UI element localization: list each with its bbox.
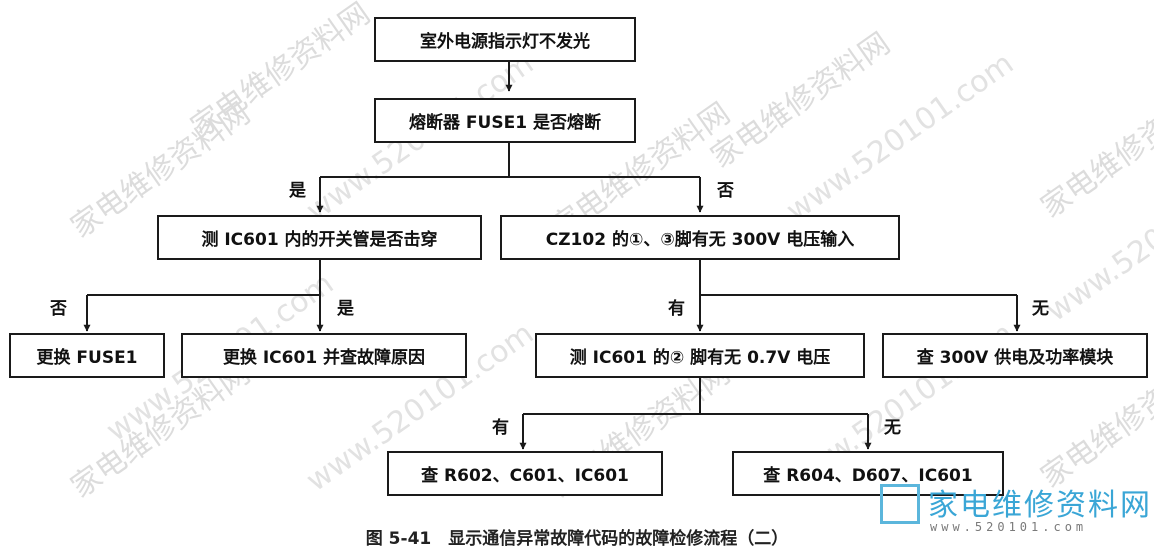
box-check-r604: 查 R604、D607、IC601 (732, 451, 1004, 496)
box-cz102-input: CZ102 的①、③脚有无 300V 电压输入 (500, 215, 900, 260)
box-replace-fuse: 更换 FUSE1 (9, 333, 165, 378)
logo-url: www.520101.com (930, 520, 1088, 534)
label-no: 否 (50, 299, 67, 319)
label-have: 有 (668, 299, 685, 319)
box-check-r602: 查 R602、C601、IC601 (387, 451, 663, 496)
box-fuse-check: 熔断器 FUSE1 是否熔断 (374, 98, 636, 143)
label-no: 否 (717, 181, 734, 201)
box-replace-ic601: 更换 IC601 并查故障原因 (181, 333, 467, 378)
label-yes: 是 (289, 181, 306, 201)
label-yes: 是 (337, 299, 354, 319)
box-start: 室外电源指示灯不发光 (374, 17, 636, 62)
box-check-300v: 查 300V 供电及功率模块 (882, 333, 1148, 378)
label-have: 有 (492, 418, 509, 438)
box-ic601-switch: 测 IC601 内的开关管是否击穿 (157, 215, 482, 260)
figure-caption: 图 5-41 显示通信异常故障代码的故障检修流程（二） (365, 529, 789, 549)
label-none: 无 (1032, 299, 1049, 319)
logo-square-icon (880, 484, 920, 524)
site-logo: 家电维修资料网 www.520101.com (880, 480, 1150, 545)
logo-text: 家电维修资料网 (928, 488, 1152, 523)
box-ic601-07v: 测 IC601 的② 脚有无 0.7V 电压 (535, 333, 865, 378)
label-none: 无 (884, 418, 901, 438)
